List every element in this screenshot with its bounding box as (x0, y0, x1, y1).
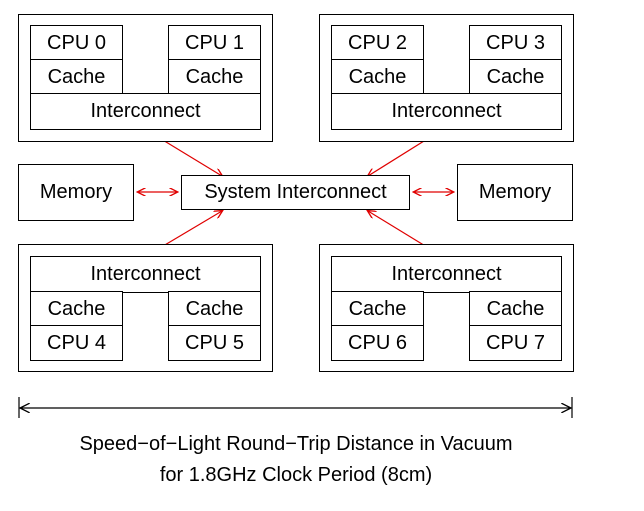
cache-box: Cache (30, 59, 123, 95)
interconnect-box: Interconnect (30, 93, 261, 130)
cache-box: Cache (469, 59, 562, 95)
interconnect-box: Interconnect (30, 256, 261, 293)
cache-box: Cache (168, 291, 261, 327)
cpu-box: CPU 6 (331, 325, 424, 361)
interconnect-box: Interconnect (331, 256, 562, 293)
distance-caption-line1: Speed−of−Light Round−Trip Distance in Va… (79, 433, 513, 455)
cache-box: Cache (331, 59, 424, 95)
system-interconnect-box: System Interconnect (181, 175, 410, 210)
interconnect-box: Interconnect (331, 93, 562, 130)
cache-box: Cache (331, 291, 424, 327)
cache-box: Cache (30, 291, 123, 327)
cpu-box: CPU 4 (30, 325, 123, 361)
cpu-box: CPU 0 (30, 25, 123, 61)
cpu-box: CPU 3 (469, 25, 562, 61)
memory-box-right: Memory (457, 164, 573, 221)
cache-box: Cache (168, 59, 261, 95)
cpu-box: CPU 1 (168, 25, 261, 61)
cpu-box: CPU 5 (168, 325, 261, 361)
cpu-box: CPU 7 (469, 325, 562, 361)
memory-box-left: Memory (18, 164, 134, 221)
cache-box: Cache (469, 291, 562, 327)
cpu-box: CPU 2 (331, 25, 424, 61)
distance-caption-line2: for 1.8GHz Clock Period (8cm) (159, 464, 433, 486)
